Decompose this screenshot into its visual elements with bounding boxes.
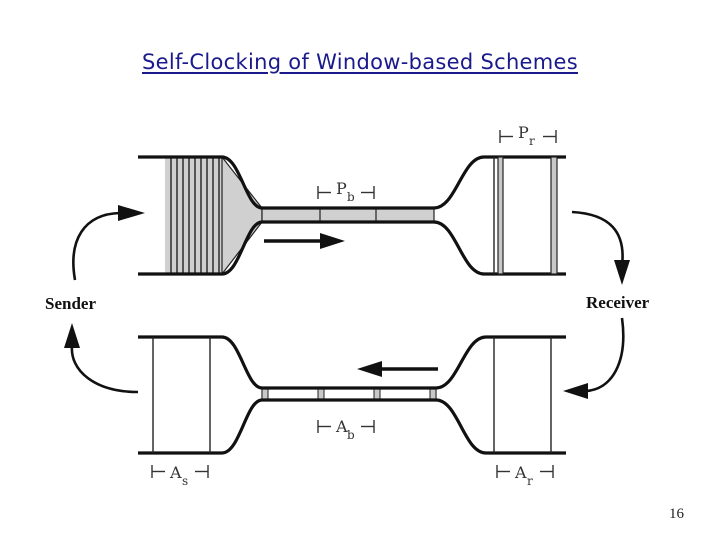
pb-dimension: P b xyxy=(317,179,375,204)
as-label-sub: s xyxy=(182,474,188,488)
receiver-to-ack-arrow xyxy=(584,317,625,393)
sender-to-pipe-arrow xyxy=(72,211,121,281)
as-label: A xyxy=(169,463,182,482)
ab-label: A xyxy=(335,417,348,436)
receiver-packet xyxy=(550,156,558,275)
top-pipe xyxy=(138,155,566,276)
page-number: 16 xyxy=(669,506,684,522)
ar-label: A xyxy=(514,463,527,482)
pb-label: P xyxy=(336,179,347,198)
bottom-pipe xyxy=(138,335,566,455)
sender-funnel xyxy=(221,155,263,276)
pb-label-sub: b xyxy=(347,190,355,204)
pipe-to-receiver-arrow xyxy=(571,210,624,267)
ack-to-sender-arrow xyxy=(70,345,139,394)
slide-title: Self-Clocking of Window-based Schemes xyxy=(142,50,578,74)
ar-label-sub: r xyxy=(527,474,533,488)
ab-dimension: A b xyxy=(317,417,375,442)
pr-dimension: P r xyxy=(499,123,557,148)
as-dimension: A s xyxy=(151,463,209,488)
ar-dimension: A r xyxy=(496,463,554,488)
ab-label-sub: b xyxy=(347,428,355,442)
bottleneck-band-top xyxy=(261,207,435,223)
bottleneck-band-bottom xyxy=(261,387,437,401)
sender-queue-bars xyxy=(170,157,220,274)
pr-label-sub: r xyxy=(529,134,535,148)
receiver-packet xyxy=(497,156,504,275)
sender-label: Sender xyxy=(45,294,96,313)
pr-label: P xyxy=(518,123,529,142)
receiver-label: Receiver xyxy=(586,293,650,312)
